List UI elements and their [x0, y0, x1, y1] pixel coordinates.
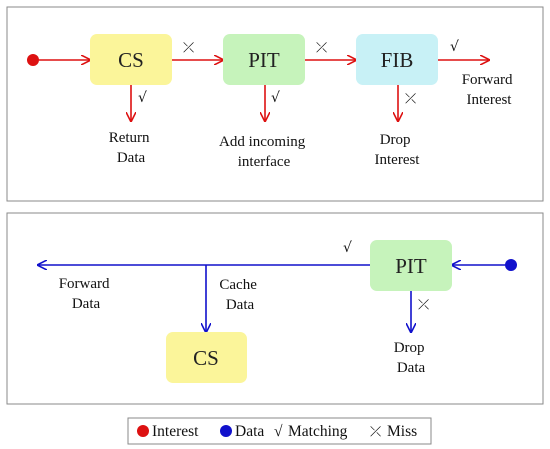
- label-drop-interest: Drop Interest: [375, 132, 421, 168]
- cs-node: CS: [90, 34, 172, 85]
- cs-node-label: CS: [118, 48, 144, 72]
- label-forward-data: Forward Data: [59, 276, 114, 312]
- legend-miss-glyph: ⤫: [370, 424, 381, 440]
- match-mark-pit-data: √: [343, 240, 352, 256]
- legend-data-dot: [220, 425, 232, 437]
- legend-match-glyph: √: [274, 423, 283, 440]
- label-add-incoming-interface: Add incoming interface: [219, 134, 309, 170]
- data-source-dot: [505, 259, 517, 271]
- pit-node-data-label: PIT: [395, 254, 427, 278]
- match-mark-fib: √: [450, 39, 459, 55]
- match-mark-cs: √: [138, 90, 147, 106]
- legend-matching-label: Matching: [288, 423, 348, 440]
- label-cache-data: Cache Data: [219, 277, 260, 313]
- pit-node: PIT: [223, 34, 305, 85]
- legend-interest-dot: [137, 425, 149, 437]
- legend-frame: [127, 417, 432, 445]
- interest-source-dot: [27, 54, 39, 66]
- legend: Interest Data √ Matching ⤫ Miss: [127, 417, 432, 445]
- match-mark-pit: √: [271, 90, 280, 106]
- fib-node-label: FIB: [381, 48, 414, 72]
- label-drop-data: Drop Data: [394, 340, 429, 376]
- miss-mark-cs: ⤫: [183, 40, 194, 56]
- legend-data-label: Data: [235, 423, 264, 440]
- fib-node: FIB: [356, 34, 438, 85]
- cs-node-data: CS: [166, 332, 247, 383]
- cs-node-data-label: CS: [193, 346, 219, 370]
- legend-miss-label: Miss: [387, 423, 417, 440]
- miss-mark-fib: ⤫: [405, 91, 416, 107]
- data-processing-panel: PIT CS √ ⤫ Forward Data Cache Data Drop …: [6, 212, 544, 405]
- label-return-data: Return Data: [109, 130, 154, 166]
- interest-processing-panel: CS PIT FIB ⤫ ⤫ √ √ √ ⤫ Return Data Add i…: [6, 6, 544, 202]
- miss-mark-pit: ⤫: [316, 40, 327, 56]
- label-forward-interest: Forward Interest: [462, 72, 517, 108]
- data-panel-frame: [6, 212, 544, 405]
- miss-mark-pit-data: ⤫: [418, 297, 429, 313]
- pit-node-label: PIT: [248, 48, 280, 72]
- legend-interest-label: Interest: [152, 423, 199, 440]
- pit-node-data: PIT: [370, 240, 452, 291]
